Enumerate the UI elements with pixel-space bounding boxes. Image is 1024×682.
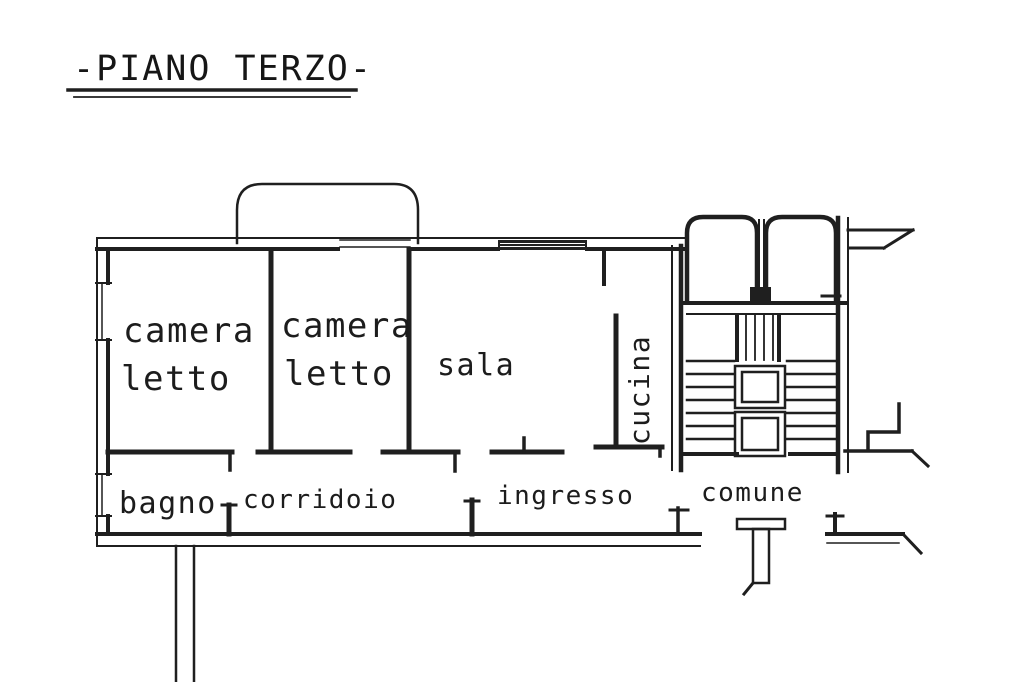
room-label-camera1-line1: camera [123,311,255,351]
balcony-outline [235,182,420,245]
page-title: -PIANO TERZO- [73,49,373,89]
exterior-fragments [174,227,931,682]
pillar-stem [751,527,771,585]
interior-partitions [105,247,690,537]
room-label-comune: comune [701,478,804,508]
pillar-cap [735,517,787,531]
room-label-corridoio: corridoio [243,485,397,515]
elevator-shaft-2-inner [740,416,780,452]
room-label-camera2-line1: camera [281,306,413,346]
stair-treads [685,359,838,441]
outer-wall-thin-lines [96,217,849,547]
room-label-cucina: cucina [623,335,656,445]
room-label-camera1-line2: letto [121,359,231,399]
lower-wing-wall [174,544,196,682]
room-label-sala: sala [437,348,515,383]
mid-landing-edges [735,313,781,362]
stairwell-right-vestibule [763,214,839,304]
outer-wall-thick-lines [95,247,702,536]
jamb-ticks [220,499,690,512]
top-window-band-lines [500,243,585,247]
vestibule-divider-pier [750,287,771,301]
elevator-shaft-1-inner [740,370,780,404]
room-labels: camera letto camera letto sala cucina ba… [119,306,804,521]
room-label-camera2-line2: letto [284,354,394,394]
top-window-band [498,240,587,250]
apartment-outer-walls [95,217,849,547]
top-right-cut-wall [846,227,916,251]
door-jambs [228,436,680,536]
elevator-shaft-1-outer [733,364,787,410]
partition-walls [105,247,665,537]
windows [95,239,587,517]
room-label-bagno: bagno [119,486,217,521]
balcony [235,182,420,245]
vestibule-divider-lines [758,219,765,300]
stairwell-left-vestibule [684,214,760,304]
right-landing-cut-mark [909,448,931,469]
room-label-ingresso: ingresso [497,481,634,511]
staircase [678,214,847,475]
bottom-right-cut-mark [825,514,924,556]
window-sill-ticks [95,282,112,517]
window-glazing-lines [101,239,411,517]
title-block: -PIANO TERZO- [66,49,373,98]
elevator-shaft-2-outer [733,410,787,458]
mid-landing-lines [745,314,774,361]
pillar-foot-mark [741,580,756,597]
right-landing-step-wall [843,402,914,453]
